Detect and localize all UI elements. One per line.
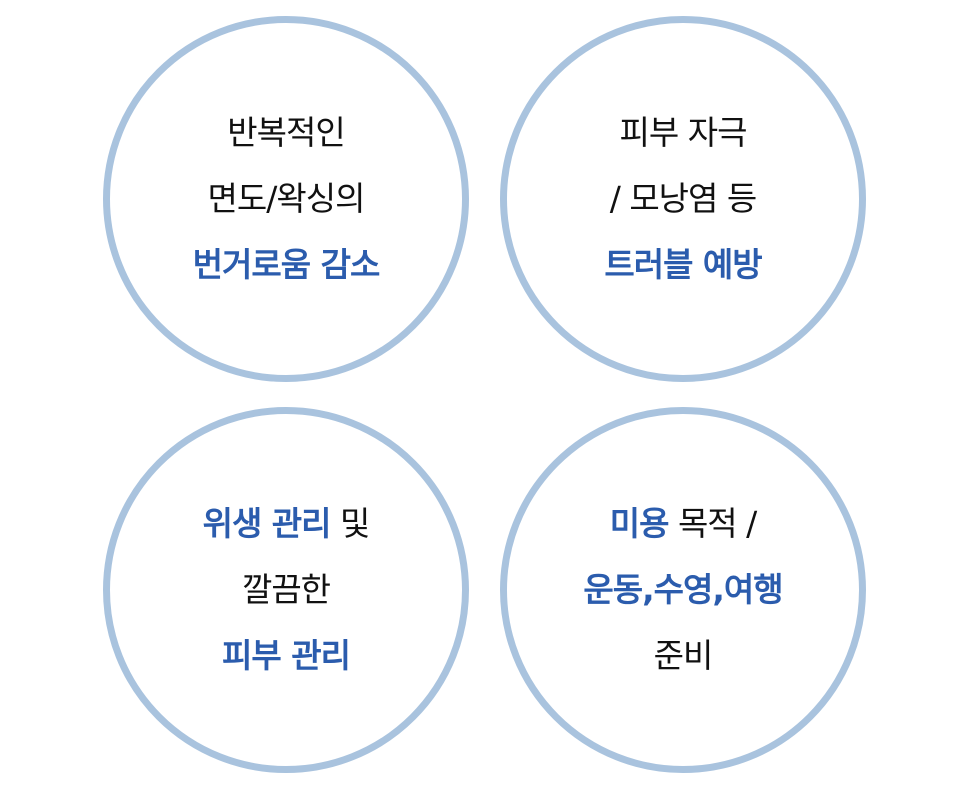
circle-line: 피부 자극: [619, 100, 748, 166]
circle-line: / 모낭염 등: [609, 166, 758, 232]
benefit-circle-beauty-purpose: 미용 목적 / 운동,수영,여행 준비: [500, 407, 866, 773]
highlight-text: 트러블 예방: [604, 245, 762, 284]
circle-line: 깔끔한: [241, 557, 331, 623]
circle-line: 미용 목적 /: [609, 491, 758, 557]
highlight-text: 피부 관리: [222, 636, 351, 675]
benefit-circle-trouble-prevention: 피부 자극 / 모낭염 등 트러블 예방: [500, 16, 866, 382]
benefit-circle-hygiene: 위생 관리 및 깔끔한 피부 관리: [103, 407, 469, 773]
text-segment: 준비: [653, 636, 714, 675]
circle-line: 트러블 예방: [604, 232, 762, 298]
highlight-text: 번거로움 감소: [192, 245, 381, 284]
circle-line: 반복적인: [227, 100, 345, 166]
circle-line: 운동,수영,여행: [583, 557, 783, 623]
text-segment: / 모낭염 등: [609, 179, 758, 218]
text-segment: 반복적인: [227, 113, 345, 152]
highlight-text: 운동,수영,여행: [583, 570, 783, 609]
circle-line: 면도/왁싱의: [207, 166, 366, 232]
circle-line: 위생 관리 및: [202, 491, 371, 557]
text-segment: 및: [330, 504, 370, 543]
text-segment: 면도/왁싱의: [207, 179, 366, 218]
text-segment: 깔끔한: [241, 570, 331, 609]
text-segment: 피부 자극: [619, 113, 748, 152]
highlight-text: 미용: [609, 504, 670, 543]
circle-line: 준비: [653, 623, 714, 689]
text-segment: 목적 /: [668, 504, 757, 543]
circle-line: 번거로움 감소: [192, 232, 381, 298]
circle-line: 피부 관리: [222, 623, 351, 689]
highlight-text: 위생 관리: [202, 504, 332, 543]
benefit-circle-convenience: 반복적인 면도/왁싱의 번거로움 감소: [103, 16, 469, 382]
